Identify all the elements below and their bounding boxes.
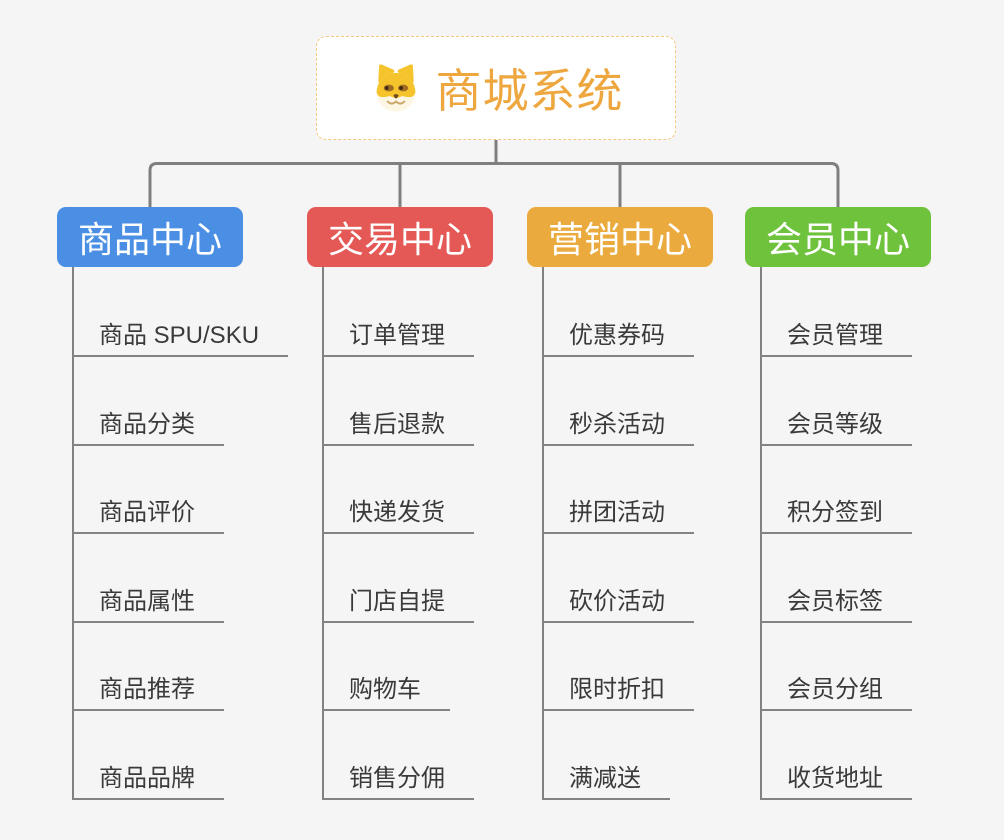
subtopic-item[interactable]: 会员管理 <box>760 321 912 357</box>
branch-topic-label: 交易中心 <box>327 219 472 260</box>
subtopic-item[interactable]: 收货地址 <box>760 764 912 800</box>
subtopic-item[interactable]: 限时折扣 <box>542 675 694 711</box>
subtopic-item[interactable]: 会员分组 <box>760 675 912 711</box>
subtopic-item[interactable]: 商品品牌 <box>72 764 224 800</box>
subtopic-item[interactable]: 秒杀活动 <box>542 410 694 446</box>
branch-topic-label: 营销中心 <box>547 219 692 260</box>
root-topic[interactable]: 商城系统 <box>316 36 676 140</box>
subtopic-item[interactable]: 商品推荐 <box>72 675 224 711</box>
doge-icon <box>369 63 423 113</box>
subtopic-item[interactable]: 门店自提 <box>322 587 474 623</box>
subtopic-item[interactable]: 会员标签 <box>760 587 912 623</box>
branch-topic-label: 会员中心 <box>765 219 910 260</box>
subtopic-item[interactable]: 满减送 <box>542 764 670 800</box>
branch-topic[interactable]: 交易中心 <box>307 207 493 267</box>
subtopic-item[interactable]: 商品评价 <box>72 498 224 534</box>
subtopic-item[interactable]: 销售分佣 <box>322 764 474 800</box>
subtopic-item[interactable]: 快递发货 <box>322 498 474 534</box>
subtopic-item[interactable]: 拼团活动 <box>542 498 694 534</box>
subtopic-item[interactable]: 商品属性 <box>72 587 224 623</box>
subtopic-item[interactable]: 优惠券码 <box>542 321 694 357</box>
subtopic-item[interactable]: 积分签到 <box>760 498 912 534</box>
subtopic-item[interactable]: 商品分类 <box>72 410 224 446</box>
subtopic-item[interactable]: 购物车 <box>322 675 450 711</box>
branch-topic[interactable]: 商品中心 <box>57 207 243 267</box>
subtopic-item[interactable]: 会员等级 <box>760 410 912 446</box>
subtopic-item[interactable]: 商品 SPU/SKU <box>72 321 289 357</box>
branch-topic[interactable]: 营销中心 <box>527 207 713 267</box>
subtopic-item[interactable]: 砍价活动 <box>542 587 694 623</box>
branch-topic[interactable]: 会员中心 <box>745 207 931 267</box>
root-topic-label: 商城系统 <box>435 65 624 117</box>
subtopic-item[interactable]: 订单管理 <box>322 321 474 357</box>
branch-topic-label: 商品中心 <box>77 219 222 260</box>
subtopic-item[interactable]: 售后退款 <box>322 410 474 446</box>
